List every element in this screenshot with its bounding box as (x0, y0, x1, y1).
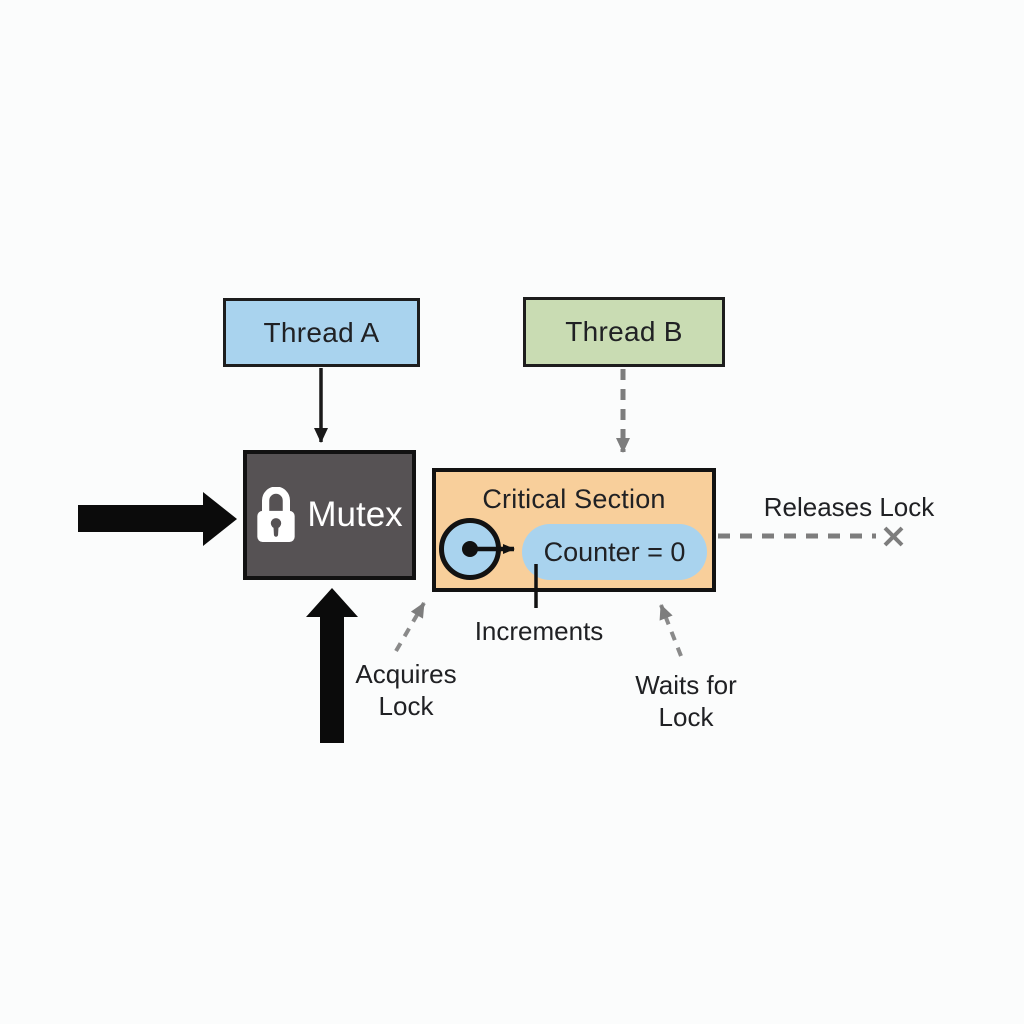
thread-b-label: Thread B (565, 316, 683, 347)
counter-value-label: Counter = 0 (543, 536, 686, 567)
thread-b-box: Thread B (523, 297, 725, 367)
acquires-lock-dashed-arrow (394, 601, 426, 653)
critical-section-label: Critical Section (482, 484, 666, 514)
thread-a-label: Thread A (263, 316, 380, 348)
waits-for-lock-label: Waits for Lock (635, 670, 737, 732)
mutex-label: Mutex (307, 495, 403, 534)
counter-pill: Counter = 0 (522, 524, 707, 580)
mutex-box: Mutex (243, 450, 416, 580)
increments-label: Increments (474, 616, 604, 646)
waits-for-lock-dashed-arrow (659, 604, 683, 657)
counter-circle (439, 518, 501, 580)
releases-lock-label: Releases Lock (763, 492, 935, 522)
x-mark-icon (883, 526, 904, 547)
lock-icon (257, 487, 296, 542)
thread-a-box: Thread A (223, 298, 420, 367)
big-arrow-left (78, 492, 237, 546)
acquires-lock-label: Acquires Lock (355, 659, 457, 721)
